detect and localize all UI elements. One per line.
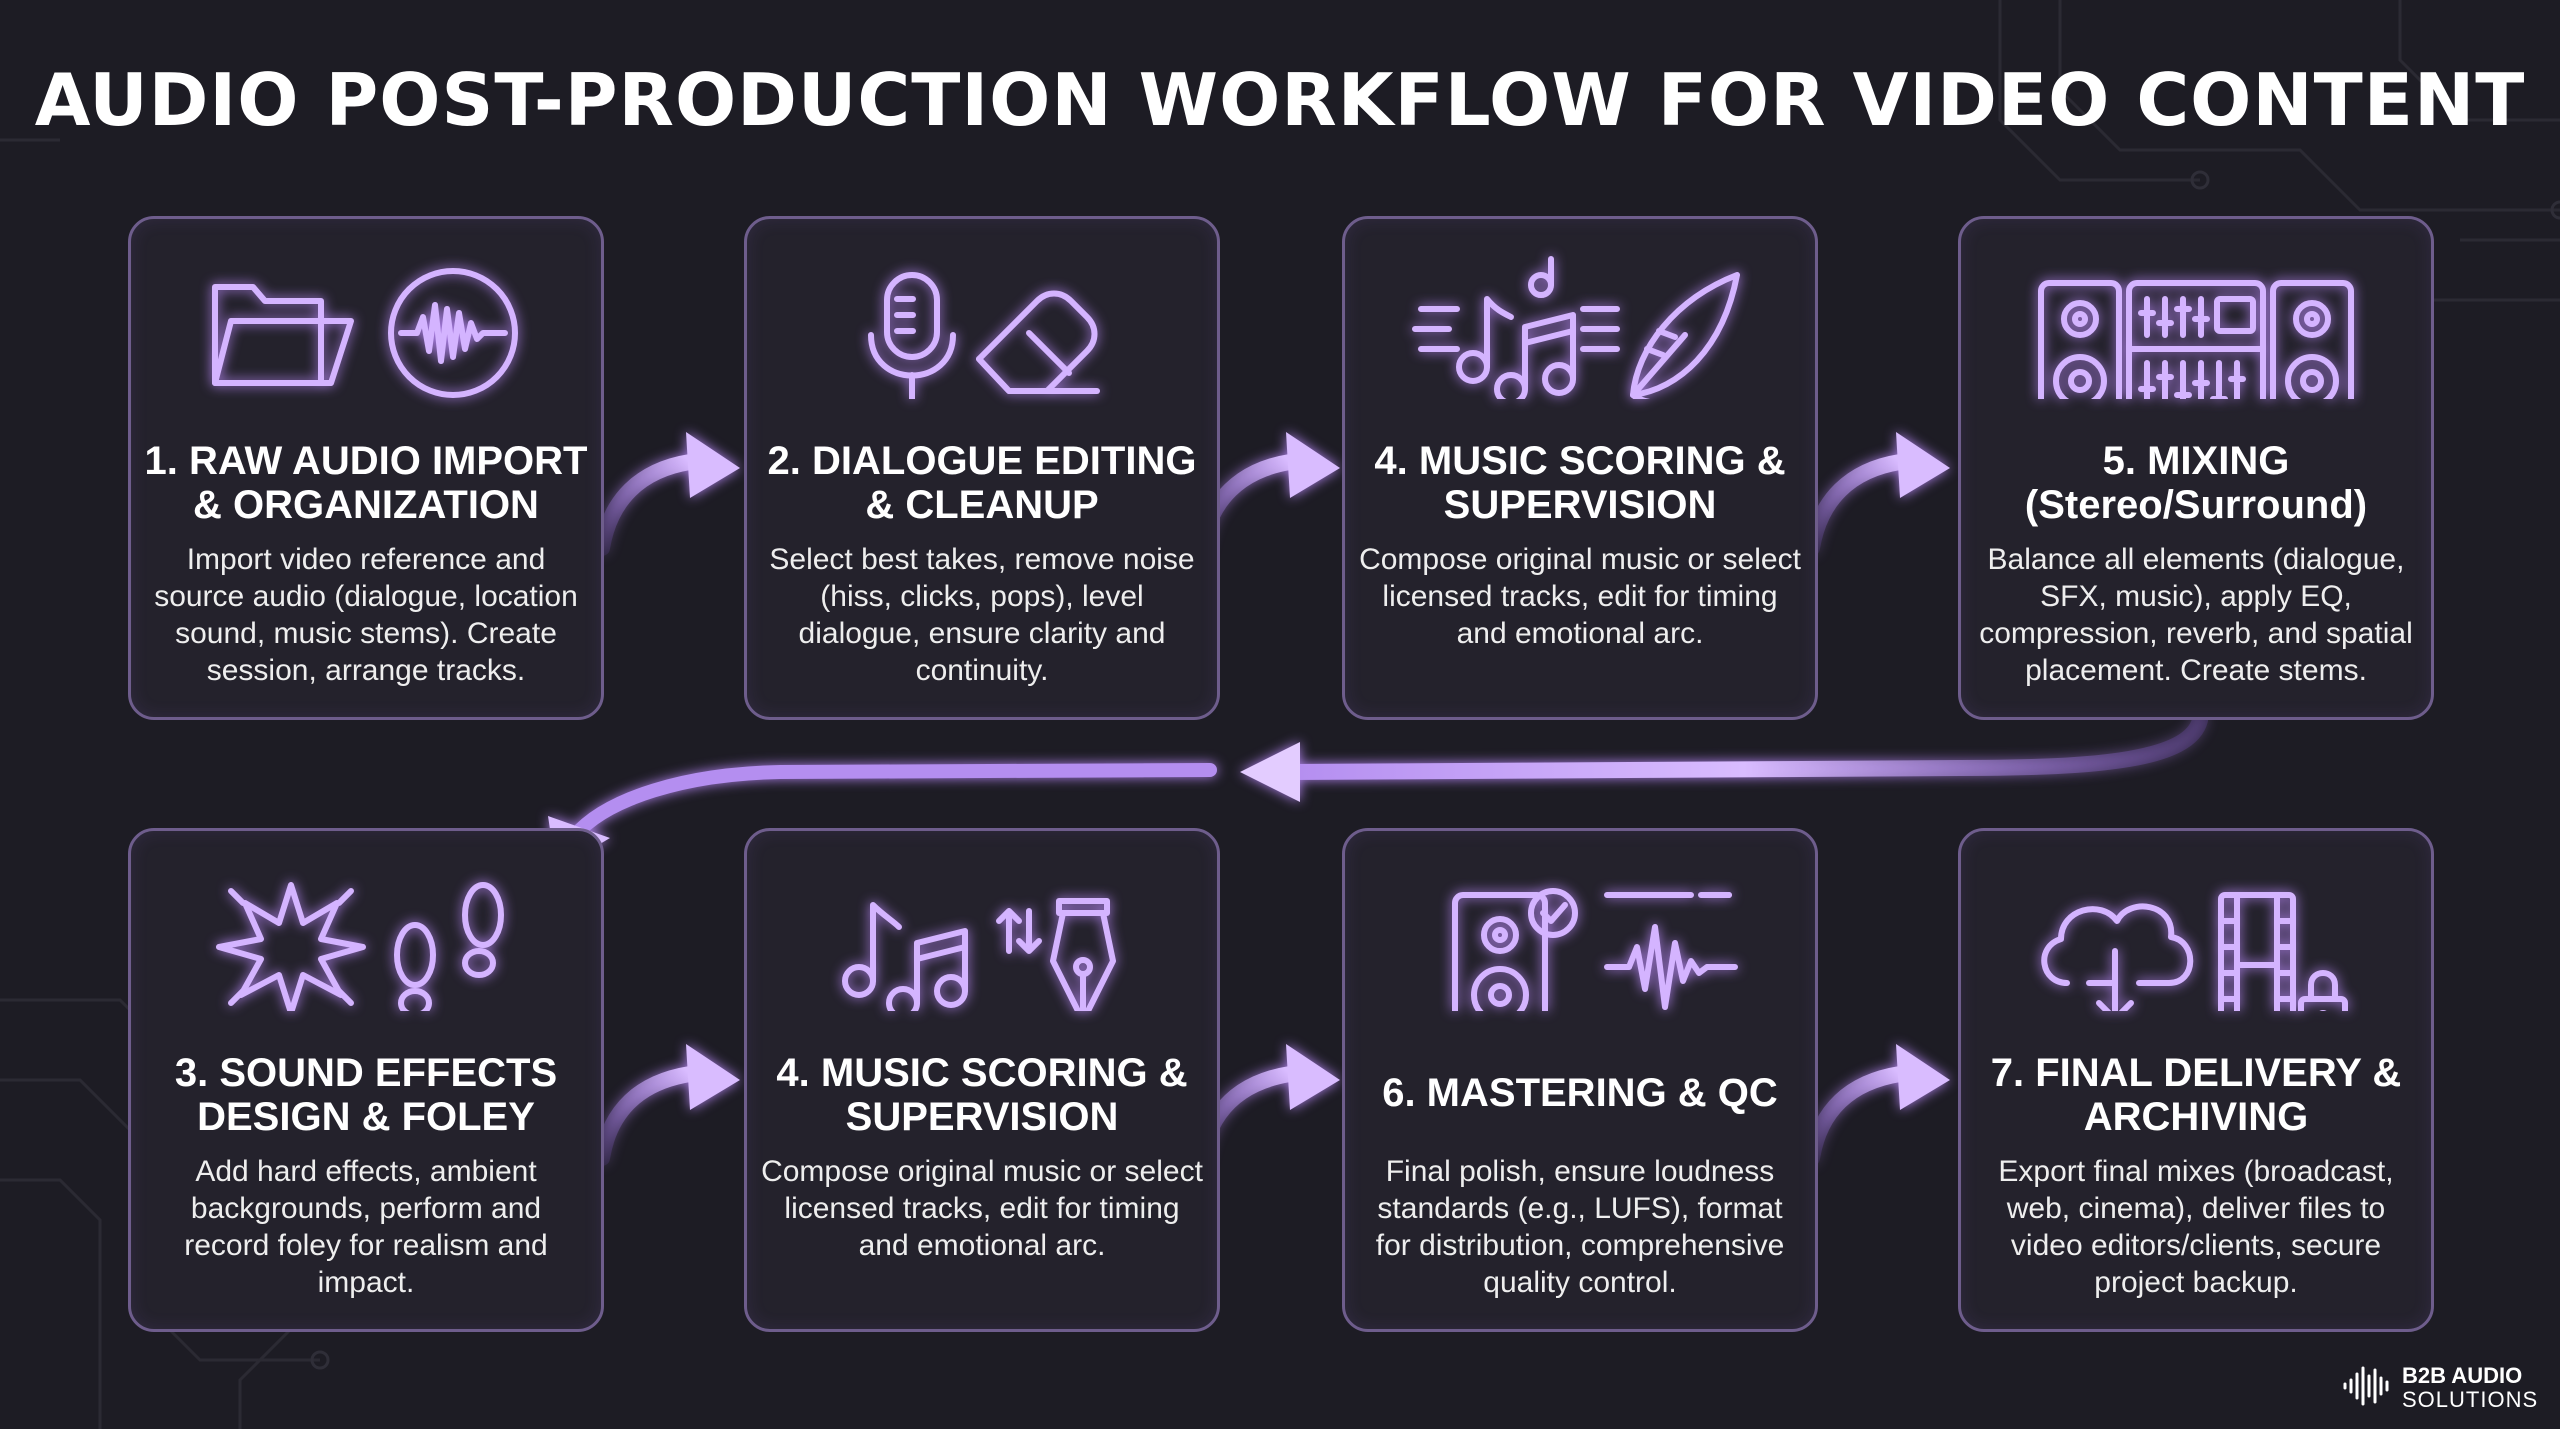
fountain-pen-icon — [996, 898, 1116, 1011]
step-description: Balance all elements (dialogue, SFX, mus… — [1979, 543, 2413, 687]
waveform-circle-icon — [388, 268, 518, 398]
logo-line-2: SOLUTIONS — [2402, 1387, 2539, 1412]
music-note-icon — [842, 902, 968, 1011]
film-lock-icon — [2218, 892, 2348, 1011]
step-description: Compose original music or select license… — [1359, 543, 1801, 650]
step-description: Compose original music or select license… — [761, 1155, 1203, 1262]
arrow-6-to-7 — [1804, 1066, 1908, 1166]
footprints-icon — [394, 882, 504, 1011]
arrow-1-to-2 — [594, 454, 698, 556]
microphone-icon — [868, 272, 956, 399]
waveform-meter-icon — [1604, 892, 1738, 1010]
step-card-music-scoring-2: 4. MUSIC SCORING & SUPERVISION Compose o… — [744, 828, 1220, 1332]
step-title: 4. MUSIC SCORING & SUPERVISION — [1374, 439, 1786, 527]
cloud-download-icon — [2041, 903, 2194, 1011]
mixing-console-icon — [2038, 280, 2354, 399]
logo-line-1: B2B AUDIO — [2402, 1363, 2523, 1388]
arrowhead — [686, 432, 740, 498]
step-card-raw-audio-import: 1. RAW AUDIO IMPORT & ORGANIZATION Impor… — [128, 216, 604, 720]
step-card-mixing: 5. MIXING (Stereo/Surround) Balance all … — [1958, 216, 2434, 720]
step-description: Import video reference and source audio … — [154, 543, 578, 687]
step-card-sound-effects: 3. SOUND EFFECTS DESIGN & FOLEY Add hard… — [128, 828, 604, 1332]
arrow-3-to-5 — [1804, 454, 1908, 556]
waveform-logo-icon — [2343, 1366, 2389, 1406]
step-title: 3. SOUND EFFECTS DESIGN & FOLEY — [174, 1051, 558, 1139]
arrowhead — [1896, 432, 1950, 498]
burst-icon — [216, 882, 366, 1011]
step-card-dialogue-editing: 2. DIALOGUE EDITING & CLEANUP Select bes… — [744, 216, 1220, 720]
company-logo: B2B AUDIO SOLUTIONS — [2342, 1362, 2542, 1412]
step-title: 4. MUSIC SCORING & SUPERVISION — [776, 1051, 1188, 1139]
step-title: 2. DIALOGUE EDITING & CLEANUP — [767, 439, 1197, 527]
step-title: 1. RAW AUDIO IMPORT & ORGANIZATION — [144, 439, 588, 527]
arrowhead — [1286, 1044, 1340, 1110]
step-title: 7. FINAL DELIVERY & ARCHIVING — [1990, 1051, 2402, 1139]
eraser-icon — [976, 290, 1100, 394]
arrow-3-to-4 — [594, 1066, 698, 1166]
step-card-music-scoring: 4. MUSIC SCORING & SUPERVISION Compose o… — [1342, 216, 1818, 720]
arrow-5-to-3 — [1282, 712, 2208, 780]
arrowhead — [1286, 432, 1340, 498]
speaker-check-icon — [1452, 888, 1578, 1011]
quill-icon — [1630, 272, 1740, 399]
folder-icon — [212, 284, 354, 386]
step-title: 6. MASTERING & QC — [1382, 1071, 1778, 1115]
arrow-return-left — [573, 763, 1217, 837]
step-description: Select best takes, remove noise (hiss, c… — [769, 543, 1195, 687]
step-title: 5. MIXING (Stereo/Surround) — [2024, 439, 2368, 527]
step-description: Final polish, ensure loudness standards … — [1375, 1155, 1785, 1299]
step-description: Export final mixes (broadcast, web, cine… — [1998, 1155, 2394, 1299]
music-notes-icon — [1412, 256, 1620, 399]
step-card-final-delivery: 7. FINAL DELIVERY & ARCHIVING Export fin… — [1958, 828, 2434, 1332]
step-description: Add hard effects, ambient backgrounds, p… — [184, 1155, 548, 1299]
arrowhead — [686, 1044, 740, 1110]
page-title: AUDIO POST-PRODUCTION WORKFLOW FOR VIDEO… — [34, 58, 2526, 142]
step-card-mastering: 6. MASTERING & QC Final polish, ensure l… — [1342, 828, 1818, 1332]
arrowhead — [1896, 1044, 1950, 1110]
arrowhead — [1240, 742, 1300, 802]
